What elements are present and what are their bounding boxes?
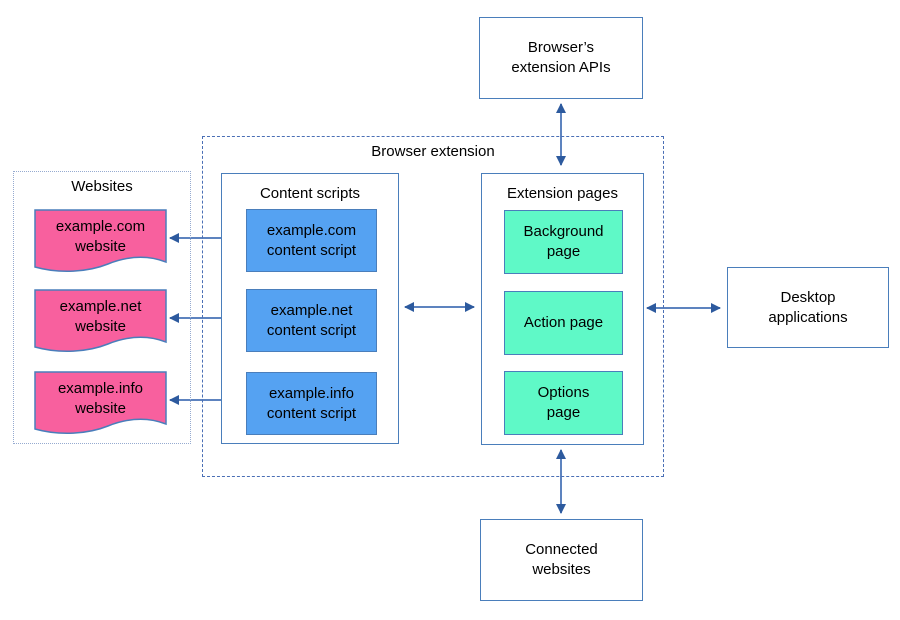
- node-exampleinfo-website: example.info website: [34, 371, 167, 435]
- document-shape-icon: [34, 289, 167, 353]
- node-label: example.info content script: [266, 384, 357, 422]
- document-shape-icon: [34, 371, 167, 435]
- node-background-page: Background page: [504, 210, 623, 274]
- node-examplecom-content-script: example.com content script: [246, 209, 377, 272]
- node-action-page: Action page: [504, 291, 623, 355]
- group-websites-title: Websites: [71, 178, 133, 195]
- node-label: example.com content script: [266, 221, 357, 259]
- group-browser-extension-title: Browser extension: [371, 143, 495, 160]
- node-connected-websites: Connected websites: [480, 519, 643, 601]
- node-desktop-applications: Desktop applications: [727, 267, 889, 348]
- node-label: example.net website: [59, 297, 142, 335]
- group-extension-pages: Extension pages Background page Action p…: [481, 173, 644, 445]
- node-label: Options page: [537, 384, 590, 421]
- node-examplecom-website: example.com website: [34, 209, 167, 273]
- group-content-scripts: Content scripts example.com content scri…: [221, 173, 399, 444]
- node-label: example.info website: [57, 379, 144, 417]
- node-label: Action page: [523, 314, 604, 332]
- node-browser-extension-apis: Browser’s extension APIs: [479, 17, 643, 99]
- node-label: Desktop applications: [768, 288, 848, 326]
- group-extension-pages-title: Extension pages: [507, 185, 618, 202]
- node-label: Browser’s extension APIs: [511, 39, 611, 76]
- node-label: Background page: [523, 223, 604, 260]
- node-label: Connected websites: [525, 541, 598, 578]
- node-examplenet-website: example.net website: [34, 289, 167, 353]
- document-shape-icon: [34, 209, 167, 273]
- node-examplenet-content-script: example.net content script: [246, 289, 377, 352]
- node-exampleinfo-content-script: example.info content script: [246, 372, 377, 435]
- group-content-scripts-title: Content scripts: [259, 185, 361, 202]
- node-label: example.com website: [55, 217, 146, 255]
- node-options-page: Options page: [504, 371, 623, 435]
- group-browser-extension: Browser extension Content scripts exampl…: [202, 136, 664, 477]
- node-label: example.net content script: [266, 301, 357, 339]
- group-websites: Websites example.com website example.net…: [13, 171, 191, 444]
